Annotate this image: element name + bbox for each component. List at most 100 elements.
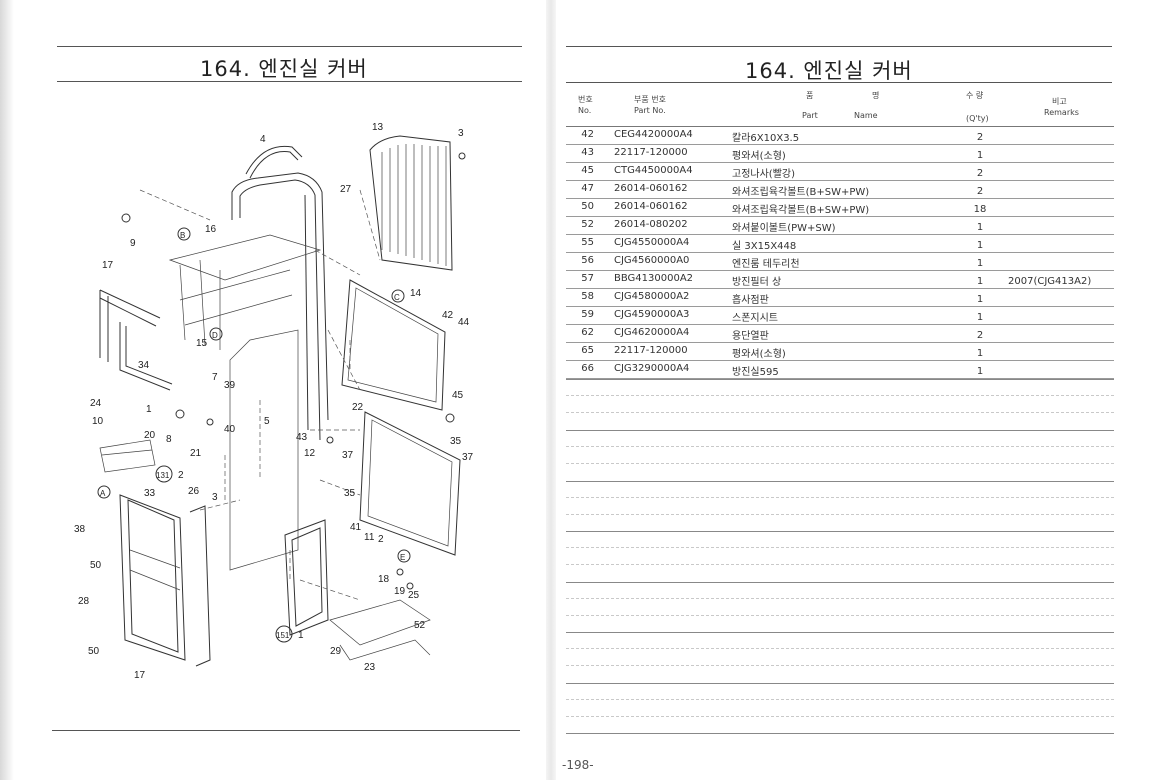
callout-41: 41 — [350, 522, 362, 533]
page-edge-shadow — [0, 0, 14, 780]
callout-5: 5 — [264, 416, 270, 427]
callout-43: 43 — [296, 432, 308, 443]
callout-35-right: 35 — [450, 436, 462, 447]
right-title-rule-top — [566, 46, 1112, 47]
bracket-21-shape — [99, 439, 156, 473]
callout-9: 9 — [130, 238, 136, 249]
right-title-rule-bottom — [566, 82, 1112, 83]
part-remarks: 2007(CJG413A2) — [1008, 276, 1092, 287]
part-qty: 1 — [976, 258, 984, 269]
header-name-en-2: Name — [854, 111, 878, 120]
callout-1-lower: 1 — [298, 630, 304, 641]
part-4-handle-shape — [249, 151, 299, 179]
part-number: CTG4450000A4 — [614, 165, 693, 176]
part-qty: 1 — [976, 366, 984, 377]
part-number: 26014-060162 — [614, 183, 688, 194]
exploded-parts-diagram: 4 13 3 27 16 9 17 14 42 44 34 15 7 39 24… — [74, 122, 474, 681]
header-name-en-1: Part — [802, 111, 818, 120]
part-qty: 1 — [976, 150, 984, 161]
header-rule — [566, 126, 1114, 127]
grille-13-shape — [369, 135, 453, 271]
callout-3-bottom: 3 — [212, 492, 218, 503]
part-qty: 1 — [976, 240, 984, 251]
callout-17-top: 17 — [102, 260, 114, 271]
callout-27: 27 — [340, 184, 352, 195]
part-number: CJG4550000A4 — [614, 237, 690, 248]
ref-E: E — [400, 553, 405, 562]
part-number: 26014-080202 — [614, 219, 688, 230]
part-name: 흡사점판 — [732, 295, 769, 306]
part-ref-no: 50 — [581, 201, 594, 212]
part-qty: 1 — [976, 348, 984, 359]
center-panel-5-shape — [229, 329, 299, 571]
table-row: 62 CJG4620000A4 용단열판 2 — [566, 325, 1114, 343]
header-qty-ko: 수 량 — [966, 91, 984, 100]
part-number: CJG3290000A4 — [614, 363, 690, 374]
part-qty: 2 — [976, 330, 984, 341]
left-footer-rule — [52, 730, 520, 731]
part-name: 방진실595 — [732, 367, 779, 378]
frame-29-shape — [284, 519, 431, 661]
callout-34: 34 — [138, 360, 150, 371]
callout-2-lower: 2 — [378, 534, 384, 545]
callout-13: 13 — [372, 122, 384, 133]
callout-37-mid: 37 — [342, 450, 354, 461]
header-part-ko: 부품 번호 — [634, 95, 666, 104]
part-ref-no: 65 — [581, 345, 594, 356]
part-ref-no: 43 — [581, 147, 594, 158]
left-title-rule-bottom — [57, 81, 522, 82]
part-ref-no: 57 — [581, 273, 594, 284]
part-name: 평와셔(소형) — [732, 151, 786, 162]
header-remarks-en: Remarks — [1044, 108, 1079, 117]
part-number: CJG4620000A4 — [614, 327, 690, 338]
part-name: 스폰지시트 — [732, 313, 778, 324]
callout-1: 1 — [146, 404, 152, 415]
callout-45: 45 — [452, 390, 464, 401]
part-ref-no: 45 — [581, 165, 594, 176]
left-title-rule-top — [57, 46, 522, 47]
top-panel-shape — [168, 234, 322, 281]
ref-A: A — [100, 489, 106, 498]
frame-33-shape — [119, 494, 211, 667]
part-name: 용단열판 — [732, 331, 769, 342]
header-part-en: Part No. — [634, 106, 666, 115]
callout-15: 15 — [196, 338, 208, 349]
callout-22: 22 — [352, 402, 364, 413]
callout-29: 29 — [330, 646, 342, 657]
part-ref-no: 58 — [581, 291, 594, 302]
callout-25: 25 — [408, 590, 420, 601]
part-number: CJG4590000A3 — [614, 309, 690, 320]
callout-16: 16 — [205, 224, 217, 235]
part-name: 방진필터 상 — [732, 277, 782, 288]
callout-35-center: 35 — [344, 488, 356, 499]
part-number: CEG4420000A4 — [614, 129, 693, 140]
panel-14-shape — [341, 279, 446, 411]
callout-7: 7 — [212, 372, 218, 383]
part-qty: 2 — [976, 168, 984, 179]
callout-40: 40 — [224, 424, 236, 435]
part-name: 실 3X15X448 — [732, 241, 797, 252]
part-name: 와셔조립육각볼트(B+SW+PW) — [732, 187, 870, 198]
part-ref-no: 62 — [581, 327, 594, 338]
callout-10: 10 — [92, 416, 104, 427]
part-name: 와셔조립육각볼트(B+SW+PW) — [732, 205, 870, 216]
ref-B: B — [180, 231, 185, 240]
part-qty: 1 — [976, 222, 984, 233]
header-qty-en: (Q'ty) — [966, 114, 989, 123]
ref-151: 151 — [276, 631, 290, 640]
callout-42: 42 — [442, 310, 454, 321]
ref-circle-151 — [275, 625, 293, 643]
callout-4: 4 — [260, 134, 266, 145]
part-qty: 1 — [976, 294, 984, 305]
